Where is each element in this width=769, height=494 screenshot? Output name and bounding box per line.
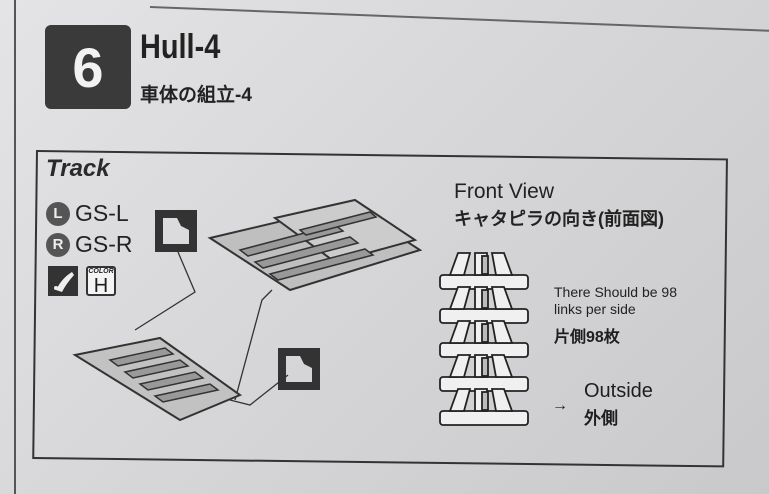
step-title: Hull-4 — [140, 28, 221, 66]
outside-label: Outside — [584, 380, 653, 402]
part-code: GS-R — [75, 231, 133, 257]
track-label: Track — [46, 155, 110, 182]
part-gs-r: R GS-R — [46, 231, 133, 258]
left-badge-icon: L — [46, 201, 70, 226]
outside-label-jp: 外側 — [584, 409, 618, 428]
step-subtitle: 車体の組立-4 — [140, 85, 252, 106]
arrow-right-icon: → — [552, 397, 568, 414]
track-link-upper — [207, 198, 423, 292]
cement-icon — [155, 210, 197, 252]
note-line: links per side — [554, 301, 636, 317]
front-view-subtitle: キャタピラの向き(前面図) — [454, 209, 664, 229]
cement-icon — [278, 348, 320, 390]
page-edge-line — [14, 0, 16, 494]
part-code: GS-L — [75, 200, 129, 226]
part-gs-l: L GS-L — [46, 200, 129, 227]
color-value: H — [93, 275, 109, 297]
color-label: COLOR — [88, 268, 114, 275]
paint-brush-icon — [48, 266, 78, 296]
front-view-title: Front View — [454, 180, 554, 203]
track-link-lower — [72, 336, 243, 422]
right-badge-icon: R — [46, 232, 70, 257]
link-count-note-jp: 片側98枚 — [554, 329, 620, 346]
link-count-note: There Should be 98 links per side — [554, 284, 677, 318]
color-code-box: COLOR H — [86, 266, 116, 296]
step-number-badge: 6 — [45, 25, 131, 109]
front-view-track-diagram — [439, 252, 529, 426]
note-line: There Should be 98 — [554, 284, 677, 300]
